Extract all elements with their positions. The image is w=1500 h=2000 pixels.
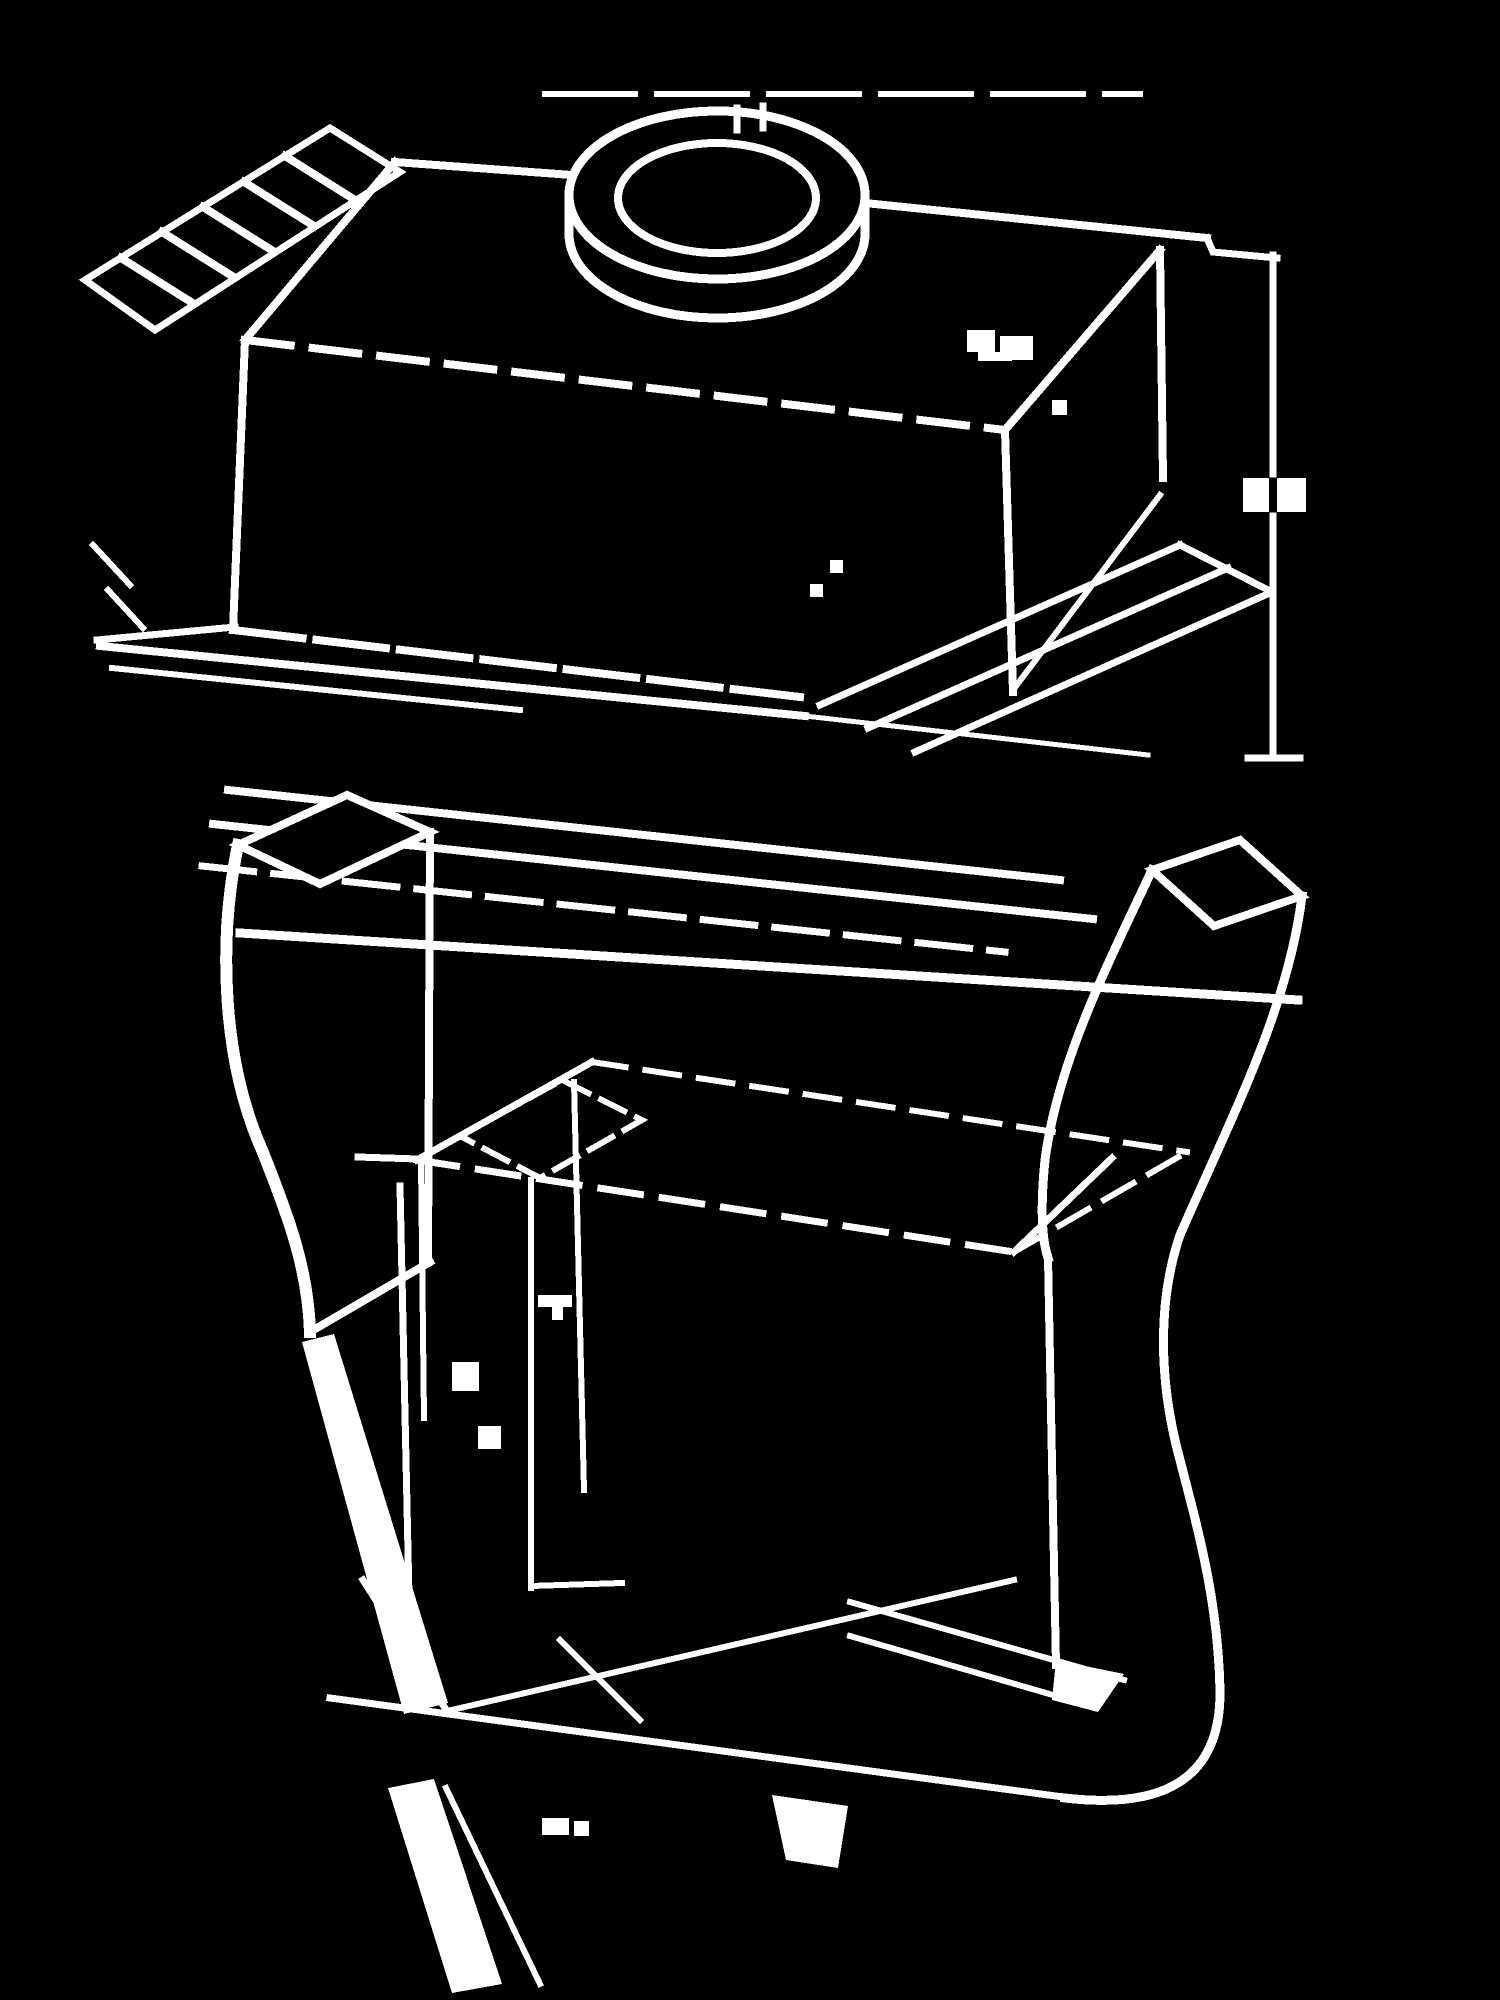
bottom-edge-label-blob: [542, 1818, 589, 1836]
ceiling-hatch-panel: [78, 123, 407, 633]
cutout-label-blob-1: [538, 1295, 572, 1320]
duct-collar: [564, 102, 870, 323]
cabinet-bottom-edges: [326, 1575, 1128, 1993]
screw-hole-dot: [1052, 400, 1067, 415]
collar-top-ticks-icon: [733, 102, 767, 134]
bottom-flange: [93, 540, 1277, 758]
screw-hole-dot: [810, 584, 823, 597]
right-height-label-blob: [1277, 478, 1306, 512]
right-height-dimension-line: [1243, 251, 1306, 762]
duct-cutout: [396, 1076, 649, 1692]
front-left-foot: [388, 1779, 502, 1993]
cutout-label-blob-3: [478, 1426, 501, 1449]
screw-hole-dot: [830, 560, 843, 573]
right-height-label-blob: [1243, 478, 1269, 512]
hood-box-body: [228, 245, 1168, 702]
front-right-foot: [772, 1795, 848, 1868]
right-side-panel: [1009, 835, 1310, 1805]
top-face-label-blob: [967, 330, 1033, 361]
cutout-label-blob-2: [452, 1362, 479, 1391]
